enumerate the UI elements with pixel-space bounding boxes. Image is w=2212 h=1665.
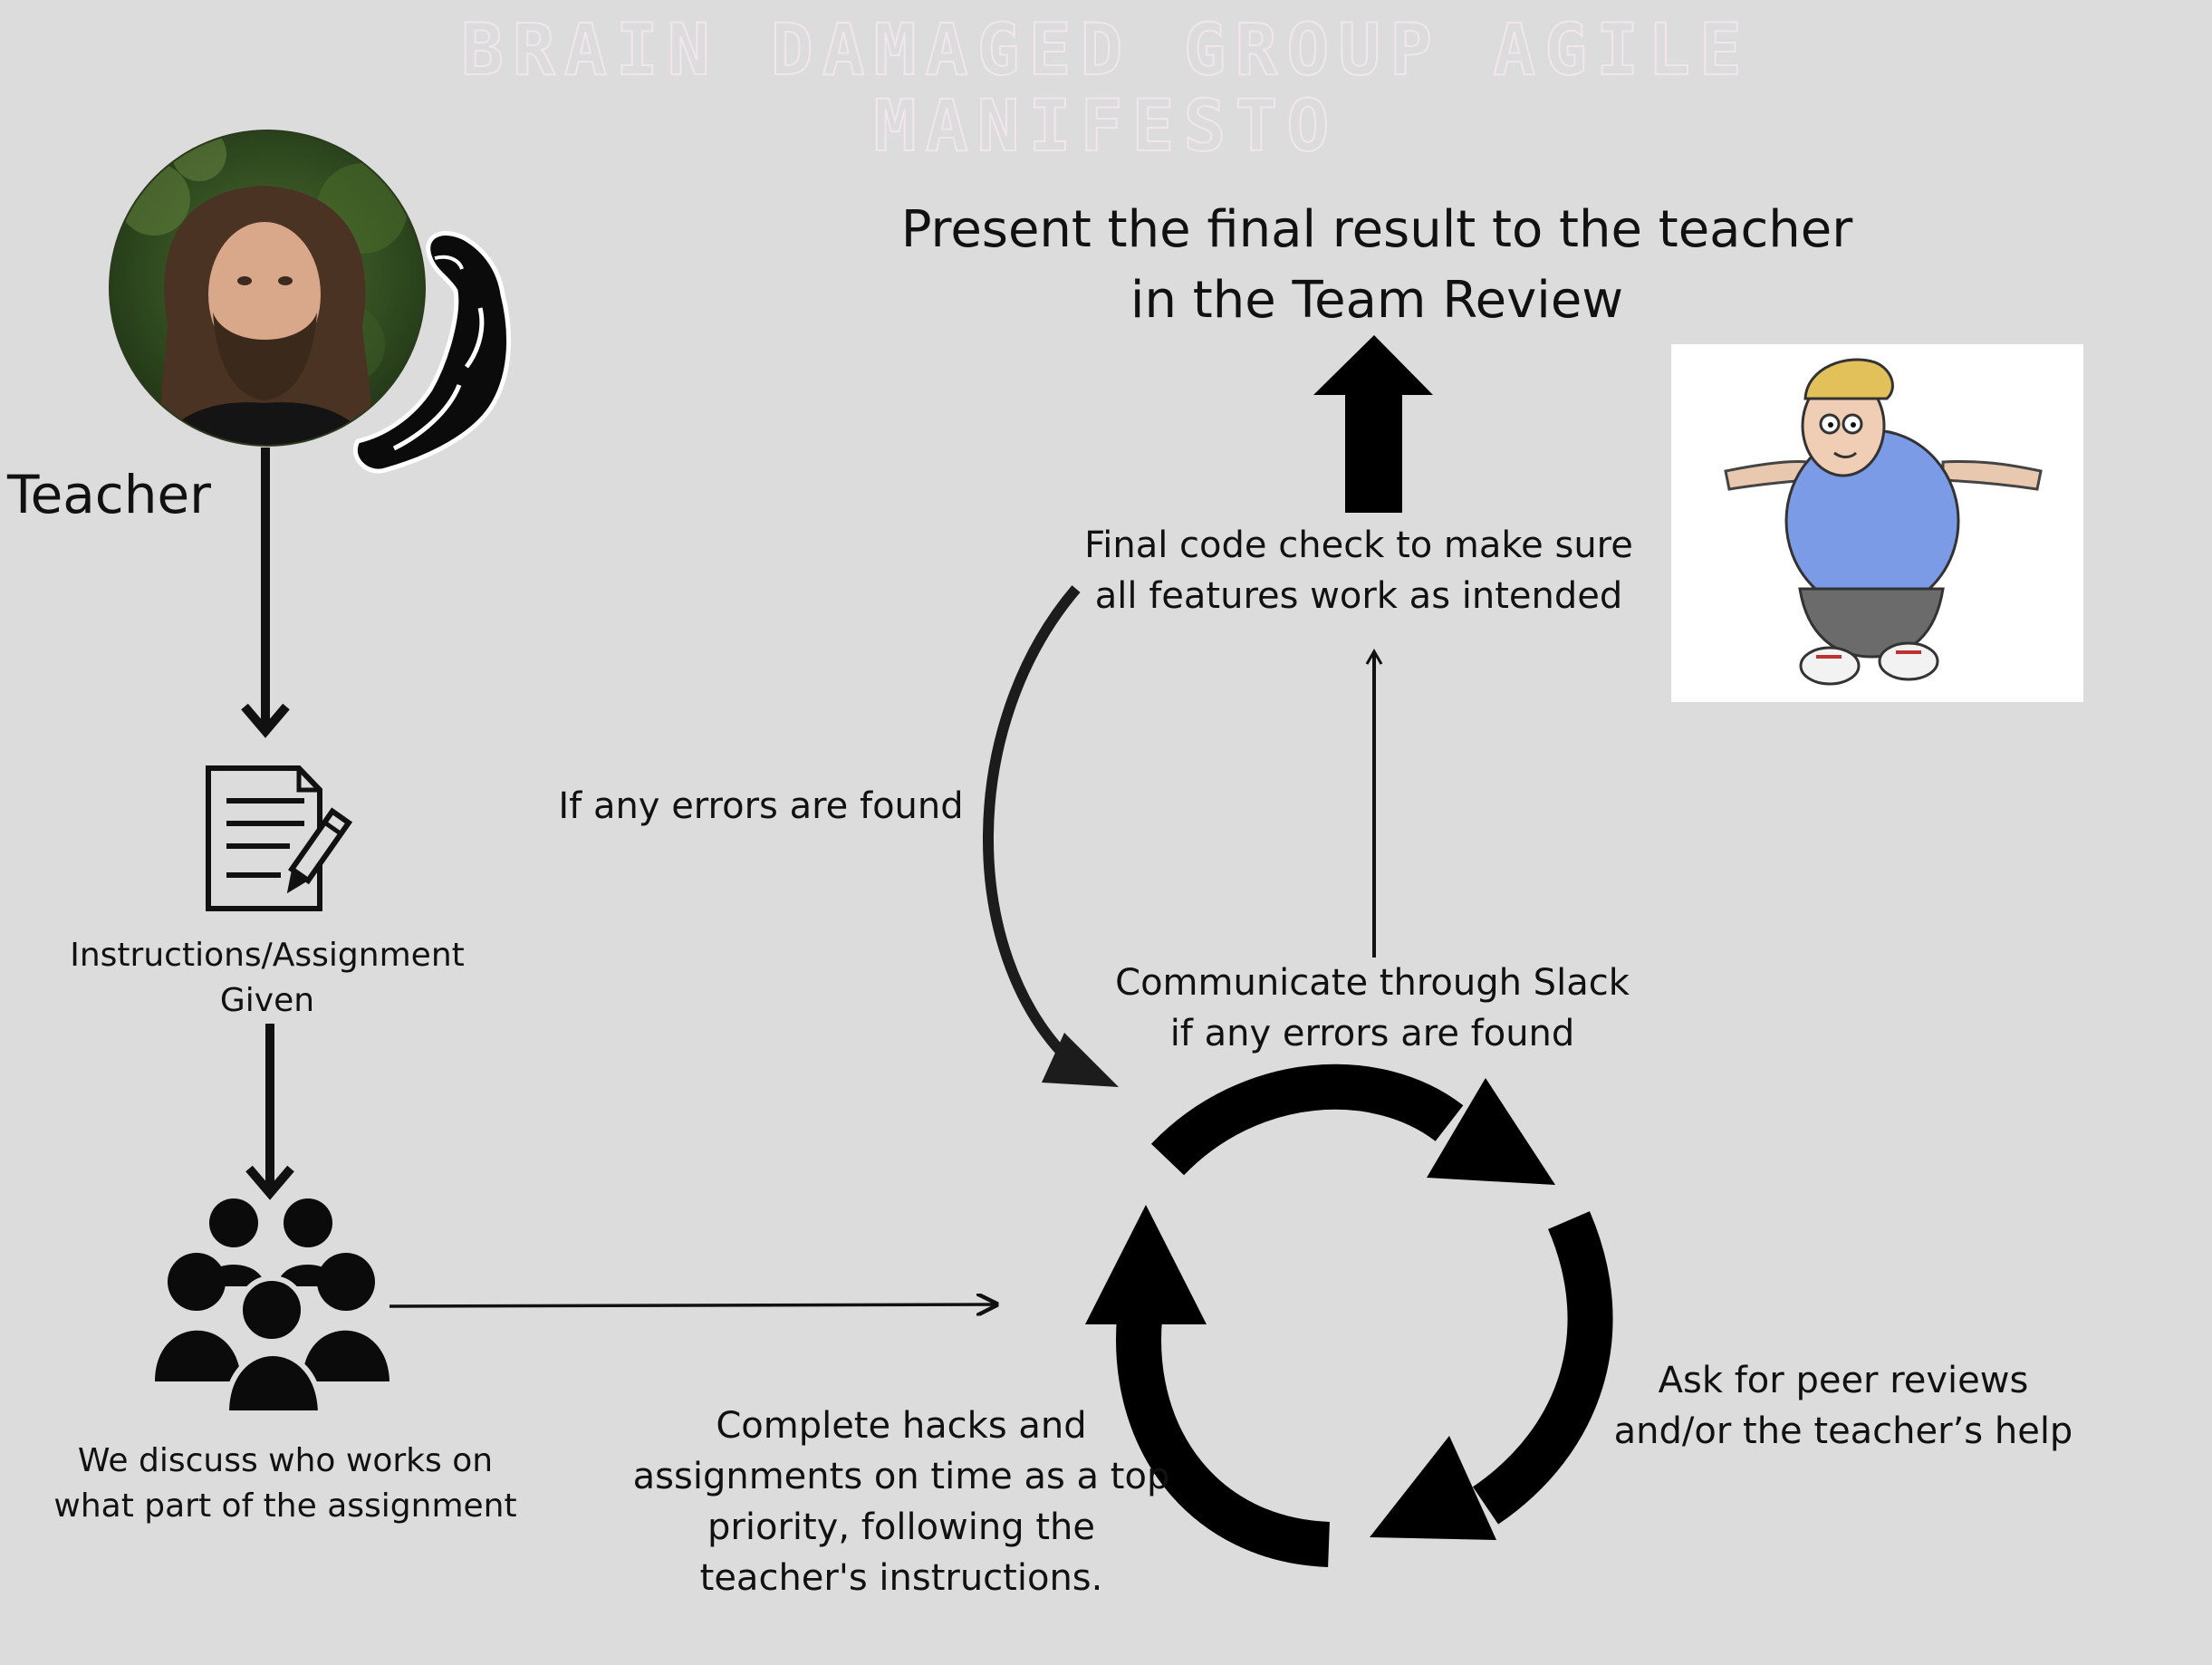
arrow-to-presentation: [1313, 335, 1433, 513]
discuss-label: We discuss who works on what part of the…: [36, 1439, 534, 1529]
discuss-line-1: We discuss who works on: [77, 1442, 494, 1479]
instructions-label: Instructions/Assignment Given: [36, 933, 498, 1024]
communicate-label: Communicate through Slack if any errors …: [1105, 958, 1640, 1059]
arrow-teacher-to-instructions: [241, 448, 290, 738]
complete-line-2: assignments on time as a top: [632, 1456, 1170, 1497]
document-pencil-icon: [206, 765, 353, 911]
complete-line-1: Complete hacks and: [716, 1405, 1087, 1447]
arrow-group-to-cycle: [389, 1304, 996, 1306]
instructions-line-2: Given: [219, 982, 315, 1019]
complete-line-3: priority, following the: [707, 1506, 1095, 1548]
complete-label: Complete hacks and assignments on time a…: [625, 1400, 1178, 1603]
title-line-1: BRAIN DAMAGED GROUP AGILE: [460, 10, 1751, 91]
present-label: Present the final result to the teacher …: [897, 195, 1857, 336]
arrow-instructions-to-group: [245, 1024, 294, 1200]
final-check-line-2: all features work as intended: [1094, 575, 1623, 617]
peer-review-line-1: Ask for peer reviews: [1658, 1360, 2029, 1401]
final-check-label: Final code check to make sure all featur…: [1069, 520, 1649, 621]
arrow-cycle-to-final-check: [1365, 648, 1383, 958]
errors-found-label: If any errors are found: [558, 785, 964, 827]
flexed-bicep-icon: [352, 231, 512, 474]
cycle-arrows-icon: [1085, 1063, 1613, 1567]
peer-review-label: Ask for peer reviews and/or the teacher’…: [1594, 1355, 2092, 1457]
discuss-line-2: what part of the assignment: [53, 1487, 517, 1525]
arrow-errors-loop: [983, 585, 1119, 1087]
present-line-1: Present the final result to the teacher: [900, 200, 1853, 259]
group-people-icon: [155, 1198, 390, 1416]
teacher-label: Teacher: [7, 464, 211, 525]
communicate-line-1: Communicate through Slack: [1115, 962, 1630, 1004]
peer-review-line-2: and/or the teacher’s help: [1613, 1410, 2073, 1452]
character-image: [1671, 344, 2083, 702]
character-figure: [1724, 358, 2043, 686]
title-line-2: MANIFESTO: [873, 86, 1339, 168]
final-check-line-1: Final code check to make sure: [1084, 525, 1633, 566]
diagram-title: BRAIN DAMAGED GROUP AGILE MANIFESTO: [0, 10, 2212, 168]
instructions-line-1: Instructions/Assignment: [70, 937, 465, 974]
communicate-line-2: if any errors are found: [1169, 1013, 1575, 1054]
complete-line-4: teacher's instructions.: [699, 1557, 1103, 1599]
present-line-2: in the Team Review: [1130, 271, 1624, 330]
teacher-avatar: [109, 130, 426, 447]
